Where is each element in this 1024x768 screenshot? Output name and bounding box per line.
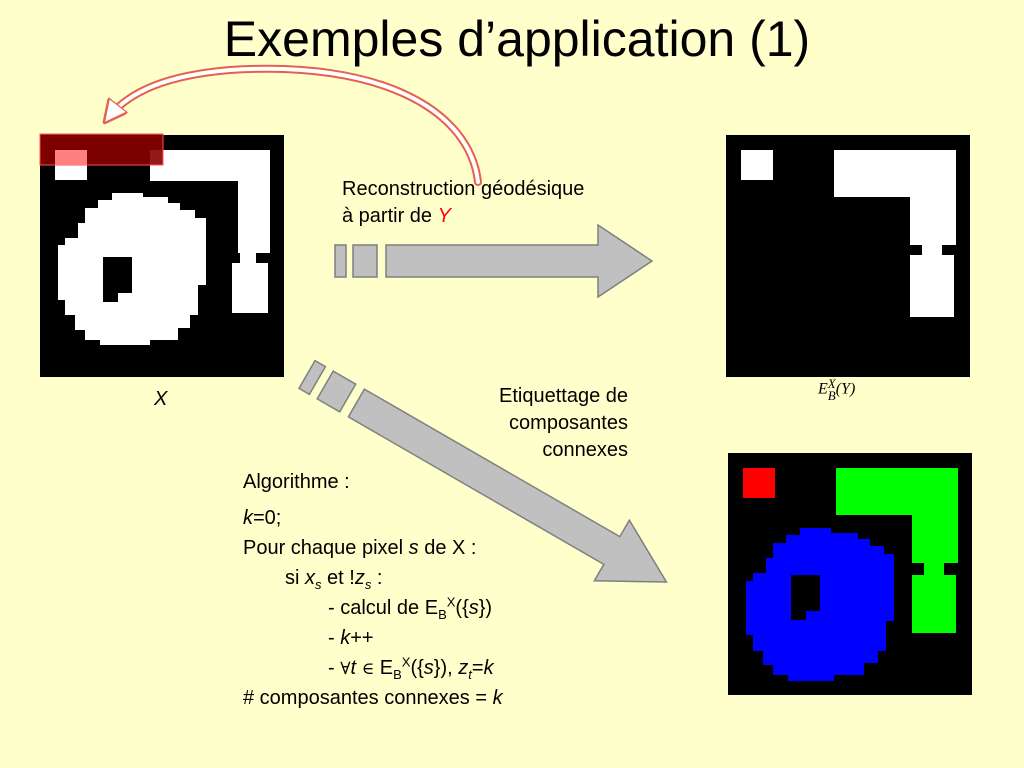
l-shape <box>834 150 956 317</box>
l-shape <box>150 150 270 313</box>
algorithm-header: Algorithme : <box>243 471 350 493</box>
horizontal-arrow <box>334 223 654 299</box>
diagonal-arrow <box>297 359 668 583</box>
algorithm-step2: - k++ <box>328 627 374 649</box>
source-image-x <box>40 135 284 377</box>
algorithm-block: Algorithme : k=0; Pour chaque pixel s de… <box>243 467 503 713</box>
etiquettage-line3: connexes <box>542 439 628 461</box>
algorithm-footer: # composantes connexes = k <box>243 687 503 709</box>
reconstruction-line1: Reconstruction géodésique <box>342 178 585 200</box>
component-green <box>836 468 958 633</box>
curved-arrow-core <box>108 66 480 184</box>
formula-sup: X <box>827 376 836 391</box>
formula-e: E <box>818 380 828 398</box>
algorithm-condition: si xs et !zs : <box>285 567 383 592</box>
reconstructed-image <box>726 135 970 377</box>
selection-marker-highlight <box>55 150 87 165</box>
reconstruction-label: Reconstruction géodésique à partir de Y <box>342 176 584 230</box>
labelled-components-image <box>728 453 972 695</box>
reconstruction-line2: à partir de Y <box>342 203 584 230</box>
component-red <box>743 468 775 498</box>
formula-arg: (Y) <box>835 380 856 398</box>
small-square <box>741 150 773 180</box>
algorithm-init: k=0; <box>243 507 282 529</box>
etiquettage-line2: composantes <box>509 412 628 434</box>
x-label: X <box>154 388 168 410</box>
algorithm-loop: Pour chaque pixel s de X : <box>243 537 477 559</box>
blue-hole <box>791 575 820 620</box>
algorithm-step1: - calcul de EBX({s}) <box>328 594 493 622</box>
slide-title: Exemples d’application (1) <box>223 11 811 67</box>
algorithm-step3: - ∀t ∈ EBX({s}), zt=k <box>328 654 494 682</box>
etiquettage-line1: Etiquettage de <box>499 385 628 407</box>
formula-sub: B <box>827 388 836 403</box>
blob-hole <box>103 257 132 302</box>
etiquettage-label: Etiquettage de composantes connexes <box>430 383 628 464</box>
reconstruction-prefix: à partir de <box>342 205 438 227</box>
reconstruction-var: Y <box>437 205 451 227</box>
